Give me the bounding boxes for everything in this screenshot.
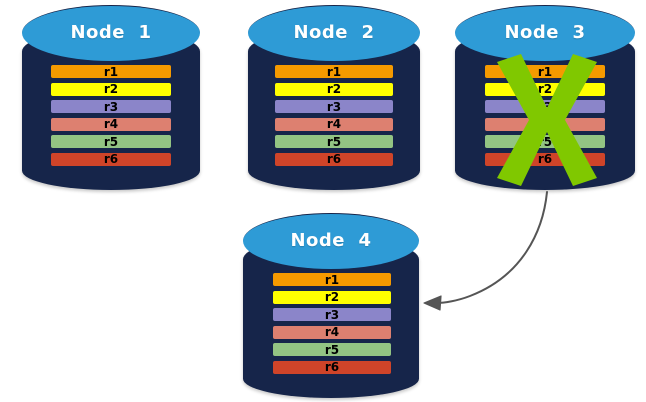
node-1-record-r3[interactable]: r3 — [51, 100, 171, 113]
node-2-label: Node 2 — [293, 22, 375, 43]
record-label: r6 — [103, 152, 119, 166]
node-2-records: r1 r2 r3 r4 r5 r6 — [275, 65, 393, 166]
node-3-record-r2[interactable]: r2 — [485, 82, 605, 96]
node-1-records: r1 r2 r3 r4 r5 r6 — [51, 65, 171, 166]
record-label: r2 — [537, 82, 553, 96]
node-1-record-r1[interactable]: r1 — [51, 65, 171, 78]
record-label: r3 — [326, 99, 342, 114]
node-3-record-r3[interactable]: r3 — [485, 100, 605, 113]
node-2-record-r4[interactable]: r4 — [275, 117, 393, 131]
node-4-record-r4[interactable]: r4 — [273, 325, 391, 339]
record-label: r5 — [324, 342, 340, 357]
record-label: r3 — [103, 99, 119, 114]
record-label: r1 — [326, 64, 342, 79]
record-label: r5 — [537, 134, 553, 149]
record-label: r1 — [103, 64, 119, 79]
node-1[interactable]: Node 1 r1 r2 r3 r4 r5 r6 — [22, 5, 200, 190]
node-4-records: r1 r2 r3 r4 r5 r6 — [273, 273, 391, 374]
node-1-record-r2[interactable]: r2 — [51, 82, 171, 96]
node-3-top-disc — [455, 5, 635, 61]
node-2[interactable]: Node 2 r1 r2 r3 r4 r5 r6 — [248, 5, 420, 190]
node-1-record-r5[interactable]: r5 — [51, 135, 171, 148]
node-4-label: Node 4 — [290, 230, 372, 251]
node-2-record-r5[interactable]: r5 — [275, 135, 393, 148]
node-2-record-r3[interactable]: r3 — [275, 100, 393, 113]
node-4[interactable]: Node 4 r1 r2 r3 r4 r5 r6 — [243, 213, 419, 398]
node-4-record-r6[interactable]: r6 — [273, 360, 391, 374]
node-3-records: r1 r2 r3 r4 r5 r6 — [485, 65, 605, 166]
node-4-top-disc — [243, 213, 419, 269]
node-1-record-r4[interactable]: r4 — [51, 117, 171, 131]
record-label: r4 — [537, 117, 553, 131]
node-3[interactable]: Node 3 r1 r2 r3 r4 r5 r6 — [455, 5, 635, 190]
node-3-record-r1[interactable]: r1 — [485, 65, 605, 78]
node-4-record-r1[interactable]: r1 — [273, 273, 391, 286]
node-3-record-r4[interactable]: r4 — [485, 117, 605, 131]
node-3-record-r5[interactable]: r5 — [485, 135, 605, 148]
record-label: r3 — [324, 307, 340, 322]
record-label: r6 — [324, 360, 340, 374]
record-label: r6 — [326, 152, 342, 166]
node-2-record-r6[interactable]: r6 — [275, 152, 393, 166]
record-label: r5 — [103, 134, 119, 149]
node-4-record-r5[interactable]: r5 — [273, 343, 391, 356]
node-3-label: Node 3 — [504, 22, 586, 43]
record-label: r4 — [324, 325, 340, 339]
record-label: r1 — [324, 272, 340, 287]
node-2-record-r1[interactable]: r1 — [275, 65, 393, 78]
node-1-label: Node 1 — [70, 22, 152, 43]
record-label: r4 — [326, 117, 342, 131]
node-1-record-r6[interactable]: r6 — [51, 152, 171, 166]
record-label: r1 — [537, 64, 553, 79]
record-label: r5 — [326, 134, 342, 149]
node-3-record-r6[interactable]: r6 — [485, 152, 605, 166]
node-4-record-r3[interactable]: r3 — [273, 308, 391, 321]
record-label: r6 — [537, 152, 553, 166]
node-1-top-disc — [22, 5, 200, 61]
record-label: r3 — [537, 99, 553, 114]
node-2-record-r2[interactable]: r2 — [275, 82, 393, 96]
node-2-top-disc — [248, 5, 420, 61]
record-label: r2 — [103, 82, 119, 96]
curved-arrow-icon — [423, 191, 548, 311]
record-label: r4 — [103, 117, 119, 131]
node-4-record-r2[interactable]: r2 — [273, 290, 391, 304]
record-label: r2 — [324, 290, 340, 304]
record-label: r2 — [326, 82, 342, 96]
